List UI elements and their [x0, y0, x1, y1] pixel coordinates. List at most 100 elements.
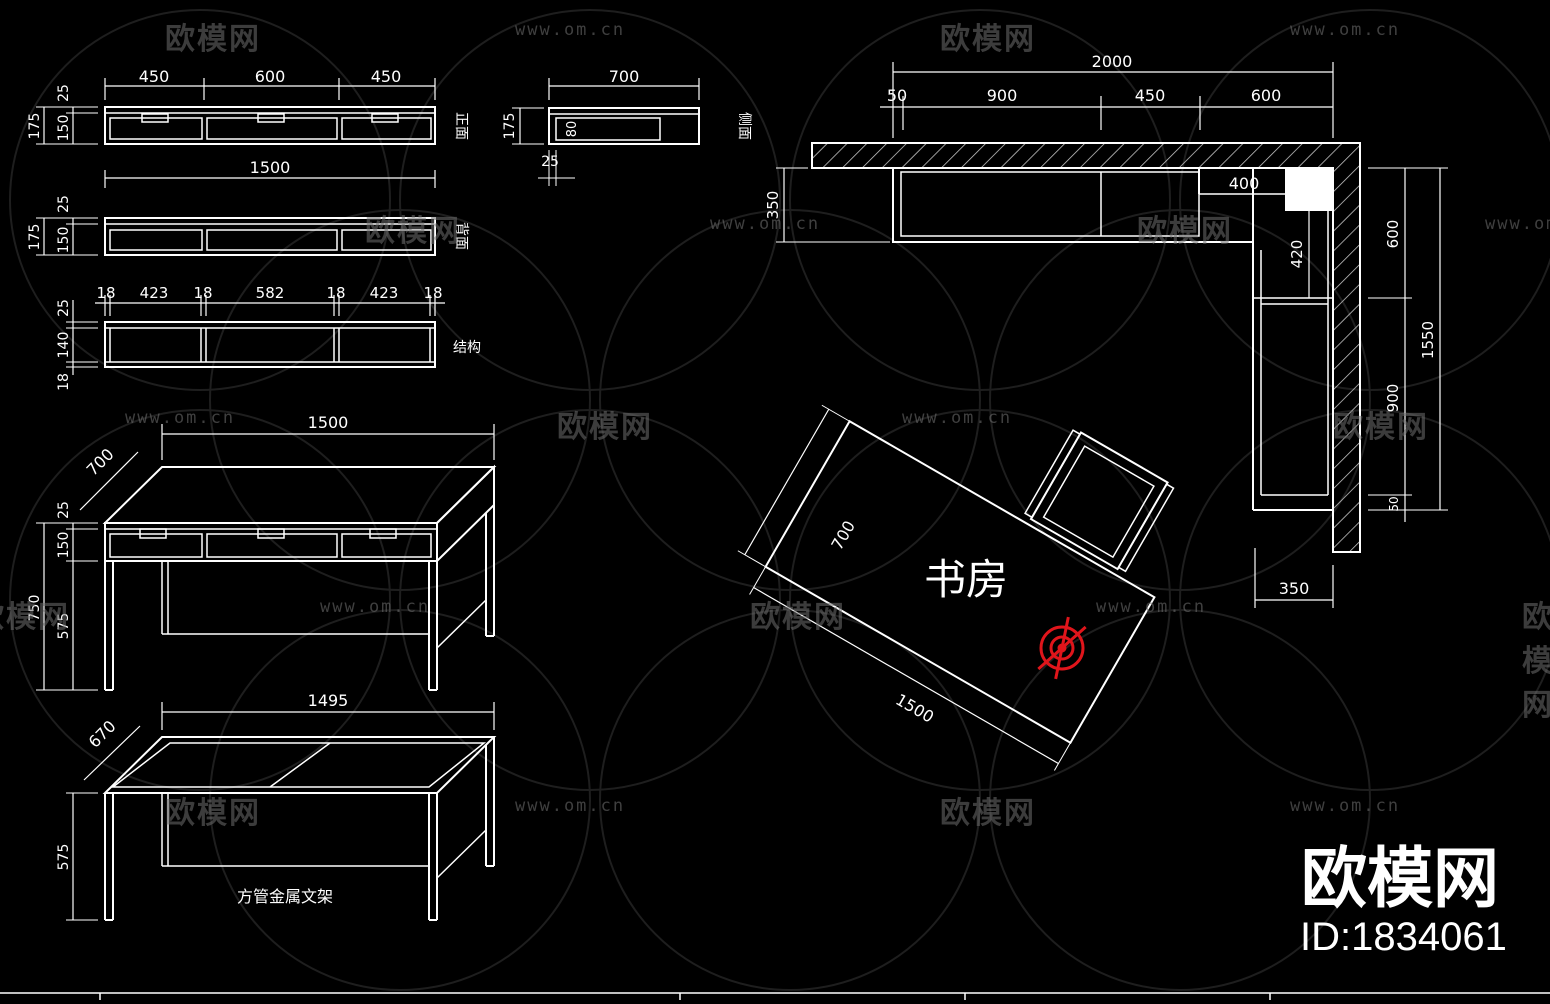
dim-label: 150 — [56, 532, 72, 559]
side-view-labels: 700 175 80 25 侧面 — [502, 67, 752, 170]
dim-label: 450 — [139, 67, 170, 86]
dim-label: 25 — [56, 501, 72, 519]
handle — [371, 113, 399, 123]
dim-label: 600 — [1384, 220, 1402, 249]
plan-view — [776, 62, 1448, 608]
watermark-url: www.om.cn — [1485, 214, 1550, 234]
watermark-url: www.om.cn — [515, 796, 626, 816]
handle — [139, 528, 167, 539]
dim-label: 670 — [85, 717, 120, 752]
back-view-outline — [104, 217, 436, 256]
dim-label: 450 — [1135, 86, 1166, 105]
dim-label: 750 — [27, 595, 43, 622]
dim-label: 175 — [502, 113, 518, 140]
dim-label: 18 — [193, 284, 212, 302]
front-view-labels: 450 600 450 1500 175 25 150 正面 — [27, 67, 469, 177]
handle — [369, 528, 397, 539]
dim-label: 700 — [83, 445, 118, 480]
chair — [1024, 429, 1175, 573]
brand-name: 欧模网 — [1301, 840, 1499, 917]
dim-label: 18 — [56, 373, 72, 391]
side-view — [512, 78, 700, 186]
watermark-logo: 欧模网 — [557, 410, 653, 445]
room-label: 书房 — [924, 555, 1008, 604]
watermark-logo: 欧模网 — [165, 796, 261, 831]
dim-label: 50 — [1387, 496, 1401, 511]
watermark-logo: 欧模网 — [940, 22, 1036, 57]
dim-label: 1500 — [308, 413, 349, 432]
dim-label: 900 — [987, 86, 1018, 105]
dim-label: 140 — [56, 332, 72, 359]
watermark-logo: 欧模网 — [365, 214, 461, 249]
watermark-logo: 欧模网 — [0, 600, 70, 635]
dim-label: 575 — [56, 613, 72, 640]
dim-label: 80 — [565, 121, 580, 138]
watermark-logo: 欧模网 — [940, 796, 1036, 831]
desk-plan — [737, 404, 1175, 771]
view-label: 背面 — [453, 222, 469, 250]
side-view-outline — [548, 107, 700, 145]
dim-label: 420 — [1288, 240, 1306, 269]
watermark-url: www.om.cn — [1290, 796, 1401, 816]
dim-label: 575 — [56, 844, 72, 871]
view-label: 结构 — [453, 340, 481, 356]
watermark-url: www.om.cn — [320, 597, 431, 617]
frame-caption: 方管金属文架 — [237, 887, 333, 906]
back-view — [36, 217, 436, 256]
structure-view-labels: 18 423 18 582 18 423 18 25 140 18 结构 — [56, 284, 481, 391]
watermark-logo: 欧模网 — [1333, 410, 1429, 445]
dim-label: 175 — [27, 224, 43, 251]
structure-view-outline — [104, 321, 436, 368]
watermark-logo: 欧模网 — [165, 22, 261, 57]
watermark-url: www.om.cn — [125, 408, 236, 428]
view-label: 侧面 — [736, 112, 752, 140]
dim-label: 25 — [56, 195, 72, 213]
dim-label: 150 — [56, 227, 72, 254]
dim-label: 18 — [96, 284, 115, 302]
watermark-logo: 欧模网 — [1522, 600, 1550, 723]
dim-label: 25 — [56, 299, 72, 317]
dim-label: 175 — [27, 113, 43, 140]
dim-label: 600 — [255, 67, 286, 86]
bottom-border — [0, 992, 1550, 1000]
watermark-url: www.om.cn — [710, 214, 821, 234]
target-icon — [1037, 616, 1087, 680]
handle — [257, 113, 285, 123]
dim-label: 400 — [1229, 174, 1260, 193]
dim-label: 18 — [326, 284, 345, 302]
dim-label: 700 — [609, 67, 640, 86]
view-label: 正面 — [453, 112, 469, 140]
brand-block: 欧模网 ID:1834061 — [1300, 840, 1507, 959]
frame-view — [66, 702, 497, 921]
handle — [257, 528, 285, 539]
dim-label: 50 — [887, 86, 907, 105]
brand-id: ID:1834061 — [1300, 915, 1507, 959]
dim-label: 600 — [1251, 86, 1282, 105]
watermark-logo: 欧模网 — [1137, 214, 1233, 249]
watermark-url: www.om.cn — [1096, 597, 1207, 617]
corner-block — [1285, 167, 1334, 211]
dim-label: 150 — [56, 115, 72, 142]
structure-view — [66, 295, 445, 375]
watermark-url: www.om.cn — [1290, 20, 1401, 40]
perspective-desk-labels: 1500 700 750 25 150 575 — [27, 413, 348, 639]
dim-label: 450 — [371, 67, 402, 86]
watermark-logo: 欧模网 — [750, 600, 846, 635]
front-view — [36, 78, 436, 188]
perspective-desk — [36, 424, 497, 691]
desk-top — [764, 419, 1156, 745]
plan-view-labels: 2000 50 900 450 600 350 400 420 600 900 … — [764, 52, 1437, 598]
dim-label: 350 — [1279, 579, 1310, 598]
dim-label: 1500 — [892, 690, 937, 727]
dim-label: 423 — [140, 284, 169, 302]
dim-label: 25 — [56, 84, 72, 102]
dim-label: 900 — [1384, 384, 1402, 413]
dim-label: 1500 — [250, 158, 291, 177]
watermark-circles — [9, 9, 1550, 991]
dim-label: 2000 — [1092, 52, 1133, 71]
dim-label: 1550 — [1419, 321, 1437, 359]
dim-label: 700 — [827, 517, 859, 553]
dim-label: 582 — [256, 284, 285, 302]
